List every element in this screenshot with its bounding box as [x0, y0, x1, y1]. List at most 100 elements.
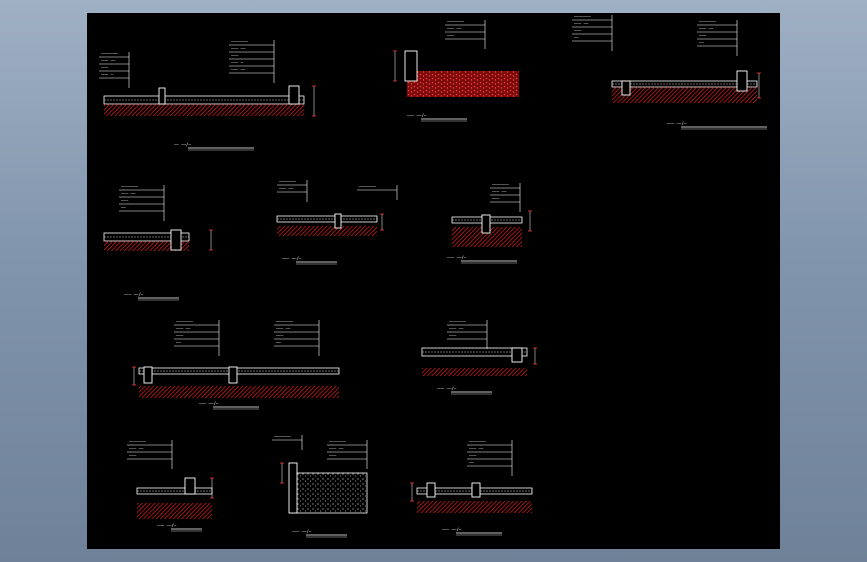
cad-detail-d4[interactable]: —————————— —————————— ——/— [103, 184, 213, 301]
layer-callout-text: —— [699, 40, 704, 45]
layer-callout-text: ——— —— [449, 326, 464, 331]
layer-callout-text: ——— [176, 333, 184, 338]
layer-callout-text: ——— [101, 65, 109, 70]
layer-callout-text: ——————— [469, 439, 486, 444]
layer-callout-text: ——— —— [574, 21, 589, 26]
curb-stone [158, 87, 166, 105]
soil-hatch [104, 241, 189, 251]
layer-callout-text: —— [121, 205, 126, 210]
curb-stone [143, 366, 153, 384]
layer-callout-text: —— [469, 460, 474, 465]
layer-callout-text: ——————— [274, 434, 291, 439]
layer-callout-text: ——————— [121, 184, 138, 189]
layer-callout-text: ——— —— [231, 67, 246, 72]
cad-detail-d8[interactable]: —————————— ———————— ——/— [421, 319, 537, 395]
layer-callout-text: ——— —— [279, 186, 294, 191]
curb-stone [426, 482, 436, 498]
soil-hatch [452, 227, 522, 247]
detail-title: ——— ——/— [124, 292, 144, 297]
layer-callout-text: ——— —— [469, 446, 484, 451]
curb-stone [736, 70, 748, 92]
cad-model-space[interactable]: —————————— ———————— ——————————— ————————… [87, 13, 780, 549]
layer-callout-text: —— [176, 340, 181, 345]
layer-callout-text: —— [574, 35, 579, 40]
layer-callout-text: —— [276, 340, 281, 345]
layer-callout-text: ——— [699, 33, 707, 38]
layer-callout-text: ——— — [101, 72, 114, 77]
layer-callout-text: ——————— [492, 182, 509, 187]
layer-callout-text: ——— — [231, 60, 244, 65]
curb-stone [481, 214, 491, 234]
layer-callout-text: ——— —— [101, 58, 116, 63]
soil-hatch [417, 501, 532, 513]
layer-callout-text: ——————— [329, 439, 346, 444]
soil-hatch [422, 368, 527, 376]
curb-stone [170, 229, 182, 251]
soil-hatch [137, 503, 212, 519]
layer-callout-text: ——————— [449, 319, 466, 324]
layer-callout-text: ——— —— [492, 189, 507, 194]
layer-callout-text: ——— [447, 33, 455, 38]
layer-callout-text: ——— [121, 198, 129, 203]
curb-stone [288, 462, 298, 514]
detail-title: ——— ——/— [157, 523, 177, 528]
layer-callout-text: ——————— [231, 39, 248, 44]
gravel-bed [291, 472, 368, 514]
layer-callout-text: ——— —— [121, 191, 136, 196]
soil-hatch [139, 386, 339, 398]
brick-base [407, 81, 519, 97]
cad-detail-d11[interactable]: —————————— —————————— ——/— [410, 439, 533, 536]
layer-callout-text: ——— [129, 453, 137, 458]
cad-detail-d1[interactable]: ——————— ——— —— ——— ——— — ——————— ——— —— ——— ———… [99, 39, 316, 151]
soil-hatch [104, 104, 304, 116]
detail-title: ——— ——/— [447, 255, 467, 260]
layer-callout-text: ——————— [574, 14, 591, 19]
layer-callout-text: ——— —— [129, 446, 144, 451]
layer-callout-text: ——— [231, 53, 239, 58]
curb-stone [404, 50, 418, 82]
detail-title: ——— ——/— [199, 401, 219, 406]
cad-detail-d3[interactable]: —————————— ————————————————— —————————— … [572, 14, 767, 130]
curb-stone [228, 366, 238, 384]
layer-callout-text: ——————— [129, 439, 146, 444]
layer-callout-text: ——— [469, 453, 477, 458]
layer-callout-text: ——————— [359, 184, 376, 189]
curb-stone [334, 213, 342, 229]
layer-callout-text: ——————— [447, 19, 464, 24]
detail-title: ——— ——/— [282, 256, 302, 261]
curb-stone [288, 85, 300, 105]
cad-detail-d10[interactable]: ————————————————— ———————— ——/— [272, 434, 368, 538]
layer-callout-text: ——— [492, 196, 500, 201]
layer-callout-text: ——— —— [329, 446, 344, 451]
cad-detail-d9[interactable]: ——————— ——— —— ——— ——— ——/— [127, 439, 214, 532]
cad-detail-d6[interactable]: ——————— ——— —— ——— ——— ——/— [447, 182, 532, 264]
curb-stone [471, 482, 481, 498]
layer-callout-text: ——————— [279, 179, 296, 184]
curb-stone [621, 80, 631, 96]
layer-callout-text: ——————— [276, 319, 293, 324]
layer-callout-text: ——— [449, 333, 457, 338]
curb-stone [511, 347, 523, 363]
cad-drawing-sheet[interactable]: —————————— ———————— ——————————— ————————… [87, 13, 780, 549]
detail-title: ——— ——/— [442, 527, 462, 532]
layer-callout-text: ——— —— [176, 326, 191, 331]
layer-callout-text: ——— —— [699, 26, 714, 31]
brick-course [407, 71, 519, 81]
layer-callout-text: ——— [276, 333, 284, 338]
layer-callout-text: ——— [329, 453, 337, 458]
layer-callout-text: ——— —— [231, 46, 246, 51]
soil-hatch [277, 226, 377, 236]
layer-callout-text: ——— —— [447, 26, 462, 31]
detail-title: —— ——/— [174, 142, 191, 147]
cad-detail-d5[interactable]: ——————— ——— —— ——————— ——— ——/— [276, 179, 398, 265]
detail-title: ——— ——/— [667, 121, 687, 126]
detail-title: ——— ——/— [407, 113, 427, 118]
curb-stone [184, 477, 196, 495]
layer-callout-text: ——————— [176, 319, 193, 324]
cad-detail-d7[interactable]: —————————— ————————————————— —————————— … [132, 319, 340, 410]
layer-callout-text: ——————— [699, 19, 716, 24]
layer-callout-text: ——————— [101, 51, 118, 56]
cad-detail-d2[interactable]: ——————— ——— —— ——— ——— ——/— [393, 19, 519, 122]
layer-callout-text: ——— [574, 28, 582, 33]
layer-callout-text: ——— —— [276, 326, 291, 331]
